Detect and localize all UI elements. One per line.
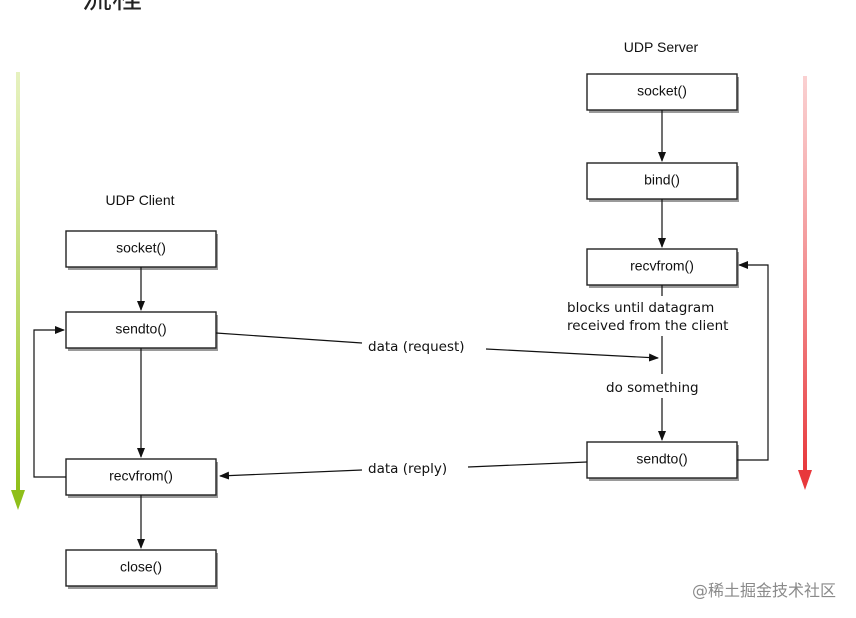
do-something-note: do something xyxy=(606,380,699,396)
reply-label: data (reply) xyxy=(368,461,447,477)
block-note-line2: received from the client xyxy=(567,318,728,334)
watermark: @稀土掘金技术社区 xyxy=(692,581,836,600)
block-note-line1: blocks until datagram xyxy=(567,300,714,316)
client-socket-label: socket() xyxy=(116,240,166,256)
server-bind-box: bind() xyxy=(586,162,739,202)
client-close-box: close() xyxy=(65,549,218,589)
arrow-reply xyxy=(219,469,363,480)
client-label: UDP Client xyxy=(106,192,175,208)
arrow-request xyxy=(485,348,659,362)
arrow-server-loop xyxy=(737,261,769,461)
server-recvfrom-label: recvfrom() xyxy=(630,258,694,274)
client-close-label: close() xyxy=(120,559,162,575)
client-timeline-arrow xyxy=(11,72,25,510)
request-label: data (request) xyxy=(368,339,465,355)
server-bind-label: bind() xyxy=(644,172,680,188)
server-timeline-arrow xyxy=(798,76,812,490)
server-recvfrom-box: recvfrom() xyxy=(586,248,739,288)
server-socket-label: socket() xyxy=(637,83,687,99)
client-recvfrom-label: recvfrom() xyxy=(109,468,173,484)
page-title-fragment: 流程 xyxy=(82,0,142,16)
server-sendto-label: sendto() xyxy=(636,451,687,467)
server-sendto-box: sendto() xyxy=(586,441,739,481)
client-socket-box: socket() xyxy=(65,230,218,270)
client-sendto-label: sendto() xyxy=(115,321,166,337)
line-reply-right xyxy=(467,461,588,468)
arrow-client-loop xyxy=(33,326,66,478)
server-label: UDP Server xyxy=(624,39,699,55)
server-socket-box: socket() xyxy=(586,73,739,113)
client-recvfrom-box: recvfrom() xyxy=(65,458,218,498)
line-request-left xyxy=(215,332,363,344)
client-sendto-box: sendto() xyxy=(65,311,218,351)
